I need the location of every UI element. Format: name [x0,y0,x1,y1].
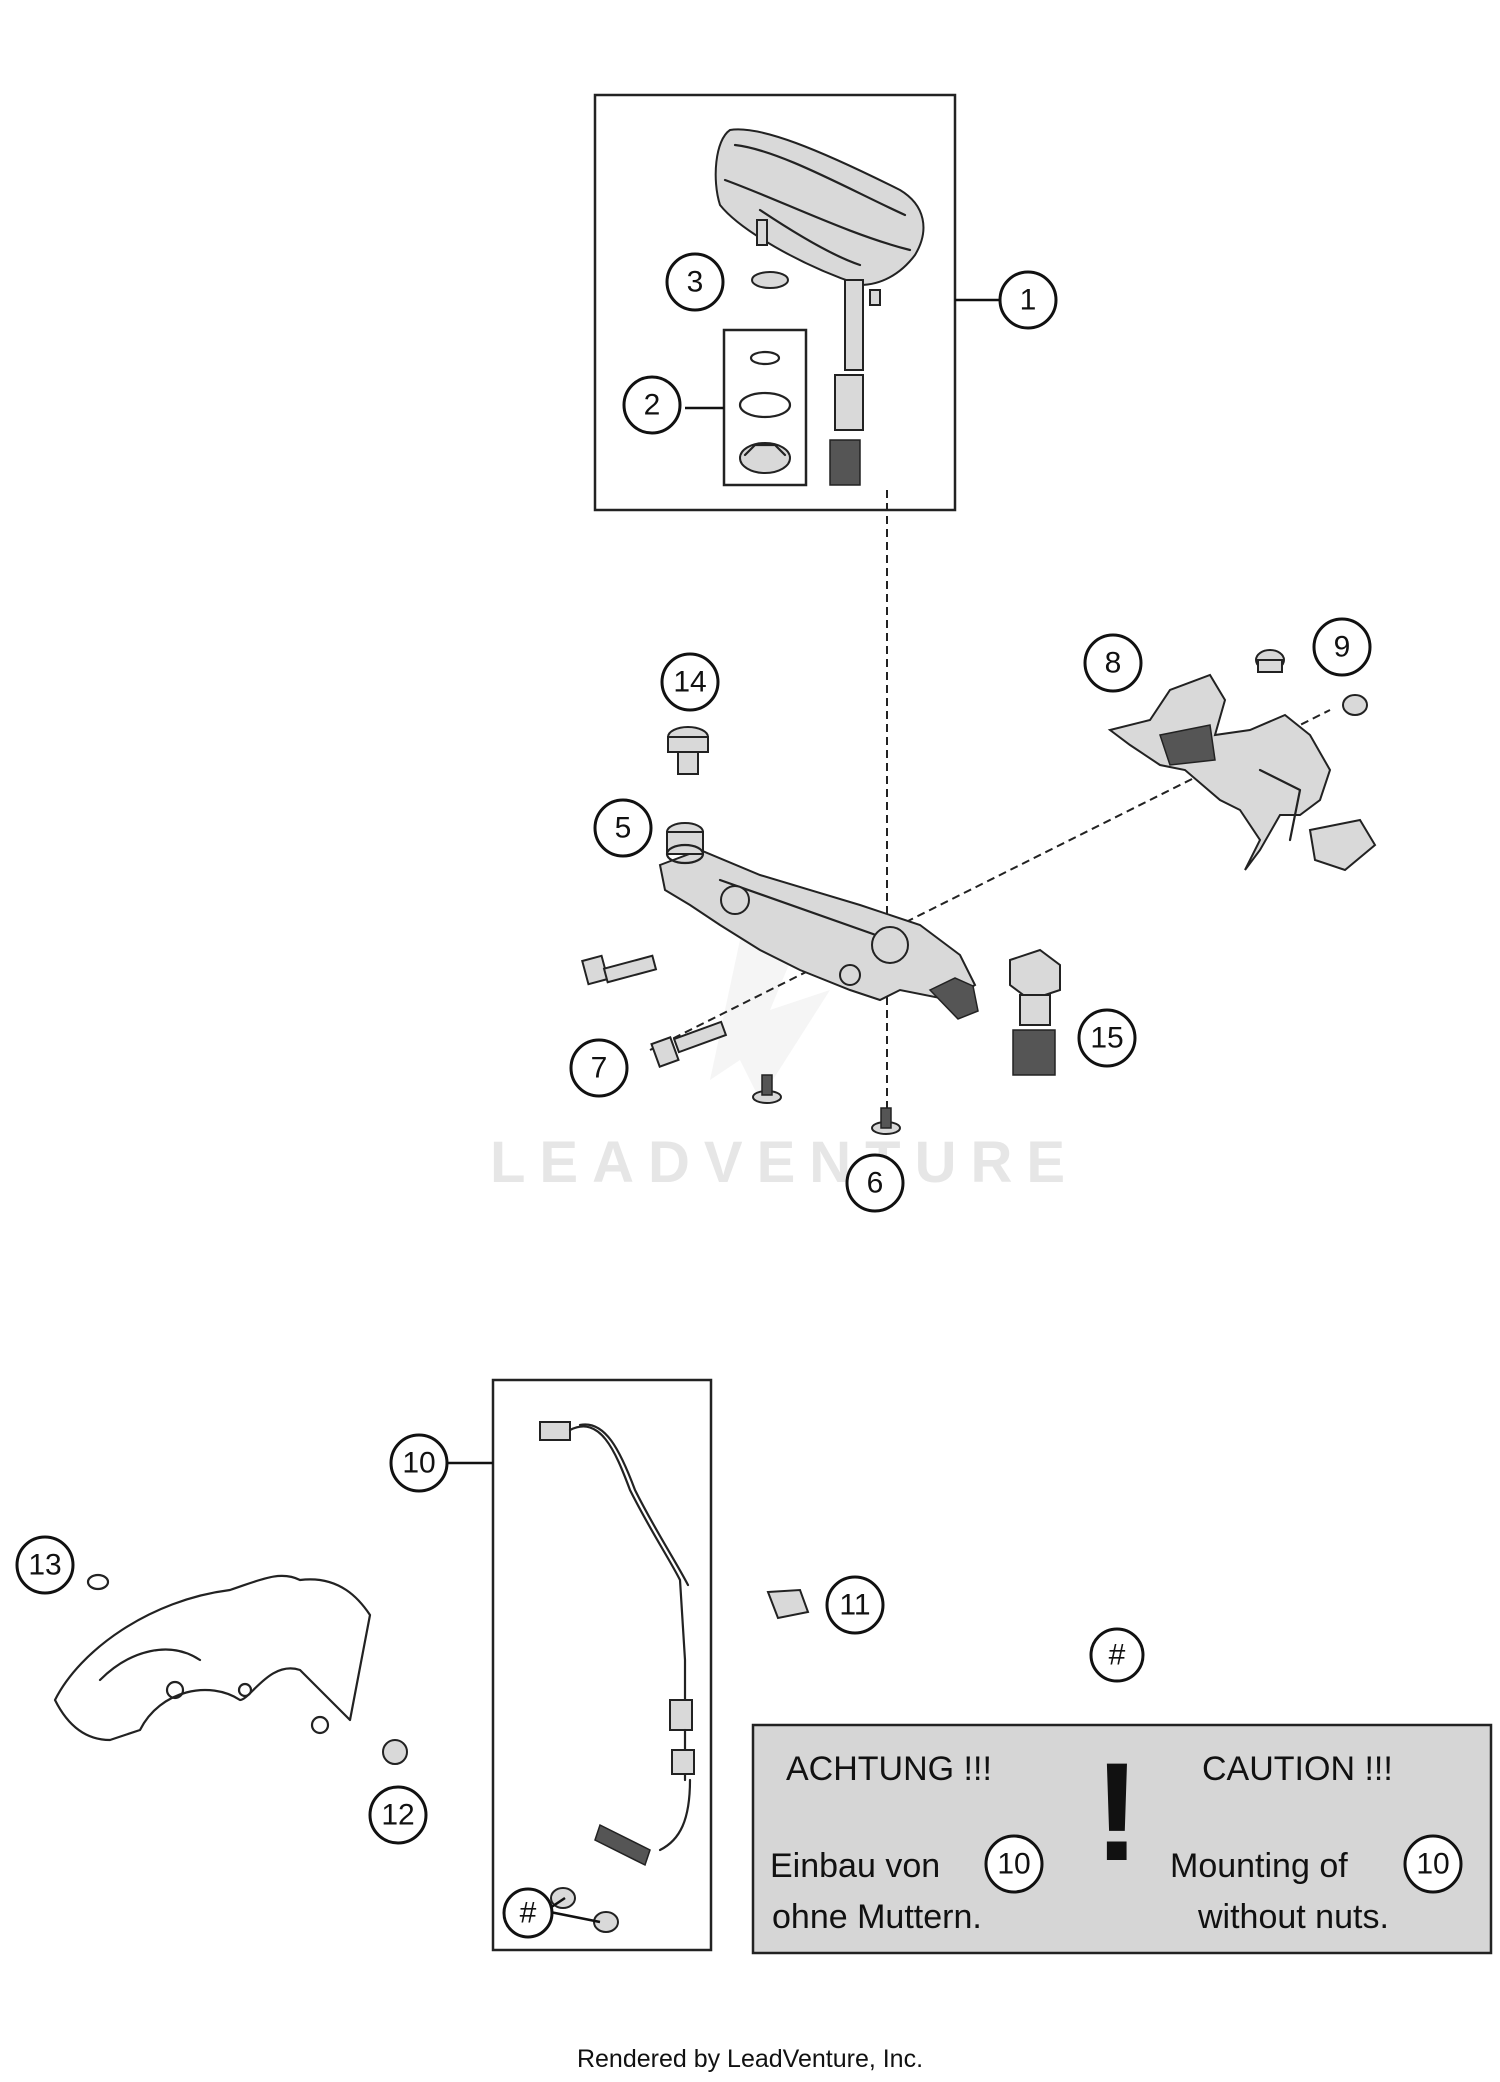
o-ring-part-13[interactable] [86,1573,110,1591]
callout-hash-warning[interactable]: # [1089,1627,1145,1683]
svg-text:10: 10 [1416,1848,1449,1881]
render-credit: Rendered by LeadVenture, Inc. [576,2045,924,2073]
rubber-grommet-part-9[interactable] [1255,649,1285,673]
warning-en-title: CAUTION !!! [1202,1750,1393,1788]
warning-en-ref-10[interactable]: 10 [1403,1834,1463,1894]
svg-text:8: 8 [1105,647,1122,680]
switch-part-15[interactable] [1009,948,1061,1076]
callout-13[interactable]: 13 [15,1535,75,1595]
bolt-part-7a[interactable] [581,954,658,986]
callout-3[interactable]: 3 [665,252,725,312]
callout-12[interactable]: 12 [368,1785,428,1845]
brake-disc-part[interactable] [53,1574,372,1742]
svg-text:1: 1 [1020,284,1037,317]
screw-part-6a[interactable] [752,1074,782,1104]
svg-text:11: 11 [839,1589,870,1622]
watermark-logo [710,910,830,1100]
speedometer-display-part[interactable] [714,128,925,486]
callout-hash-nuts[interactable]: # [502,1887,554,1939]
screw-part-9b[interactable] [1342,694,1368,716]
callout-15[interactable]: 15 [1077,1008,1137,1068]
svg-text:3: 3 [687,266,704,299]
holder-part-8[interactable] [1107,673,1377,872]
callout-9[interactable]: 9 [1312,617,1372,677]
svg-text:14: 14 [673,666,706,699]
leader-lines [448,298,1119,1924]
rubber-plug-part-14[interactable] [667,726,709,775]
warning-panel [751,1723,1493,1955]
svg-text:9: 9 [1334,631,1351,664]
callout-2[interactable]: 2 [622,375,682,435]
watermark-text: LEADVENTURE [490,1130,1079,1195]
warning-de-line1: Einbau von [770,1847,940,1885]
svg-text:15: 15 [1090,1022,1123,1055]
callout-5[interactable]: 5 [593,798,653,858]
instrument-kit-box [593,93,957,512]
warning-de-ref-10[interactable]: 10 [984,1834,1044,1894]
svg-text:7: 7 [591,1052,608,1085]
sensor-magnet-part-11[interactable] [766,1588,810,1620]
bolt-part-7b[interactable] [650,1020,728,1068]
mounting-bracket-part[interactable] [658,848,979,1020]
warning-en-line2: without nuts. [1197,1898,1389,1936]
callout-11[interactable]: 11 [825,1575,885,1635]
svg-text:12: 12 [381,1799,414,1832]
spacer-part-12[interactable] [382,1739,408,1765]
svg-text:10: 10 [997,1848,1030,1881]
seal-kit-part-2[interactable] [738,350,792,474]
washer-part-3[interactable] [751,271,789,289]
sensor-cable-part-10[interactable] [539,1421,695,1933]
svg-text:10: 10 [402,1447,435,1480]
warning-de-title: ACHTUNG !!! [786,1750,992,1788]
svg-text:6: 6 [867,1167,884,1200]
svg-text:2: 2 [644,389,661,422]
svg-text:#: # [520,1897,537,1930]
warning-de-line2: ohne Muttern. [772,1898,982,1936]
callout-1[interactable]: 1 [998,270,1058,330]
svg-text:5: 5 [615,812,632,845]
bushing-part-5[interactable] [665,822,705,865]
callout-8[interactable]: 8 [1083,633,1143,693]
callout-10[interactable]: 10 [389,1433,449,1493]
svg-text:#: # [1109,1639,1126,1672]
cable-kit-box [491,1378,713,1952]
assembly-axis-diagonal [649,709,1331,1051]
callout-6[interactable]: 6 [845,1153,905,1213]
warning-exclamation-icon: ! [1094,1733,1141,1890]
screw-part-6[interactable] [871,1107,901,1135]
warning-en-line1: Mounting of [1170,1847,1348,1885]
callout-14[interactable]: 14 [660,652,720,712]
callout-7[interactable]: 7 [569,1038,629,1098]
svg-text:13: 13 [28,1549,61,1582]
